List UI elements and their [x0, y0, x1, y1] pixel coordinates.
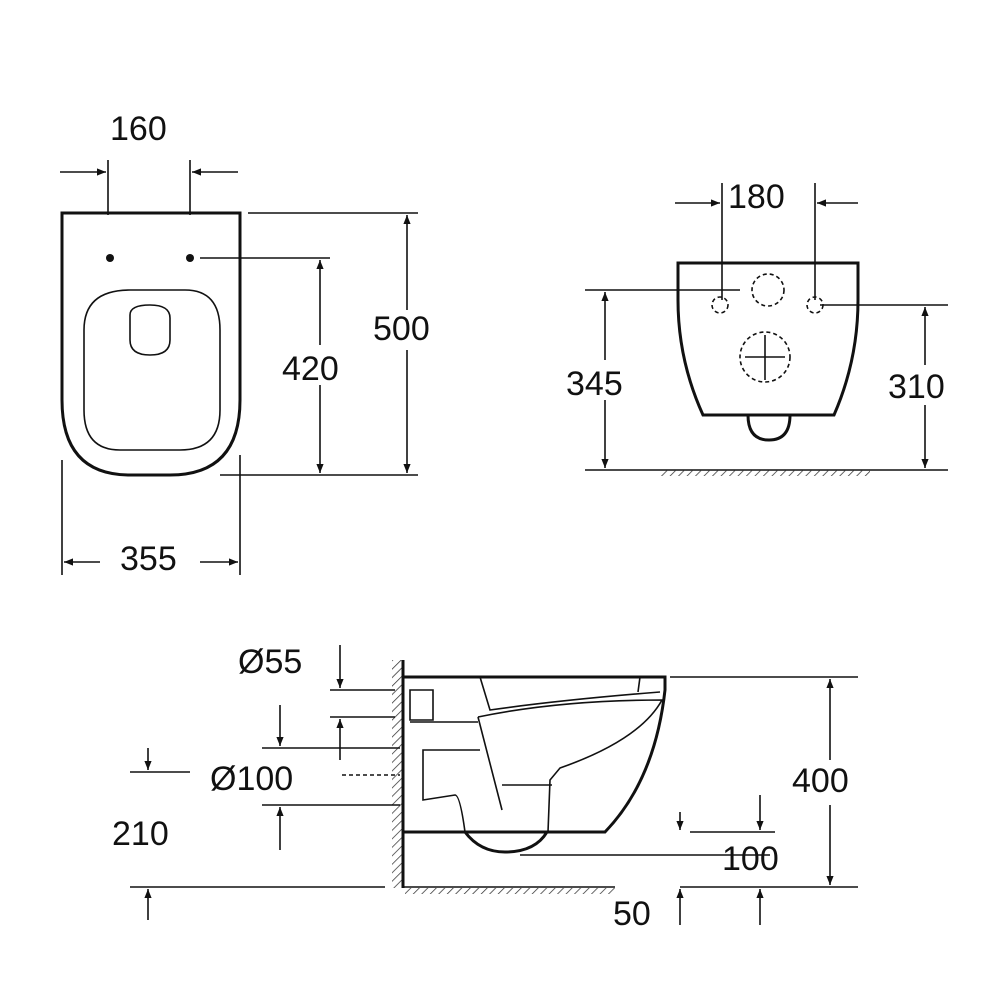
dim-50: 50	[613, 895, 651, 933]
rear-outline	[676, 261, 860, 417]
dim-outlet-diameter: Ø100	[210, 760, 293, 798]
dim-180: 180	[728, 178, 785, 216]
dim-400: 400	[792, 762, 849, 800]
dim-210: 210	[112, 815, 169, 853]
mounting-hole-left	[106, 254, 114, 262]
side-outline	[403, 675, 667, 834]
rear-view: 180 345 310	[566, 178, 948, 476]
dim-345: 345	[566, 365, 623, 403]
dim-420: 420	[282, 350, 339, 388]
bowl-opening	[129, 304, 171, 356]
seat-outline	[83, 289, 221, 451]
dim-100: 100	[722, 840, 779, 878]
dim-160: 160	[110, 110, 167, 148]
outlet-stub	[746, 414, 792, 442]
dim-500: 500	[373, 310, 430, 348]
dim-310: 310	[888, 368, 945, 406]
side-view: 400 100 50 Ø55 Ø100 210	[112, 643, 858, 933]
mounting-hole-right	[186, 254, 194, 262]
dim-inlet-diameter: Ø55	[238, 643, 302, 681]
dim-355: 355	[120, 540, 177, 578]
top-view: 160 500 420 355	[60, 110, 430, 578]
toilet-outline	[60, 211, 242, 477]
